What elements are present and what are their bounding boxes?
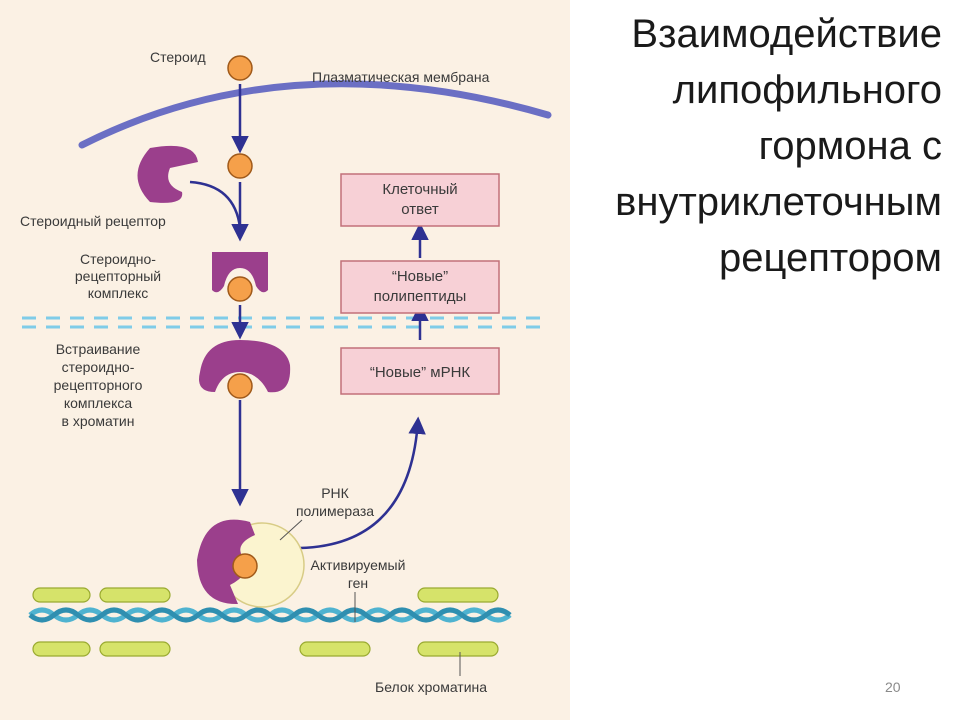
nuclear-membrane [22,316,548,329]
chromatin-protein-label: Белок хроматина [375,679,487,695]
steroid-label: Стероид [150,49,206,65]
new-mrna-box [340,347,500,395]
leader-lines [279,519,461,676]
steroid-receptor-label: Стероидный рецептор [20,213,166,229]
cell-response-box [340,173,500,227]
integration-label-line-3: рецепторного [54,377,143,393]
new-mrna-label: “Новые” мРНК [370,364,471,381]
page-number: 20 [885,679,901,695]
plasma-membrane [78,80,552,149]
slide-title: Взаимодействие липофильного гормона с вн… [562,6,942,286]
integration-label-line-5: в хроматин [62,413,135,429]
receptor-complex-shape [212,252,268,302]
steroid-molecule [227,153,253,179]
rna-polymerase-label-line-1: РНК [321,485,349,501]
cell-response-line-2: ответ [401,201,439,218]
title-line: гормона с [758,124,942,168]
integration-label-line-4: комплекса [64,395,133,411]
steroid-molecule [227,55,253,81]
new-polypeptides-line-1: “Новые” [392,268,448,285]
cell-response-line-1: Клеточный [382,181,457,198]
activated-gene-label-line-1: Активируемый [311,557,406,573]
complex-label-line-2: рецепторный [75,268,161,284]
title-line: рецептором [719,236,942,280]
integration-label-line-2: стероидно- [62,359,135,375]
complex-label-line-1: Стероидно- [80,251,156,267]
activated-gene-label-line-2: ген [348,575,368,591]
dna-helix [28,607,512,623]
integration-label-line-1: Встраивание [56,341,141,357]
integrating-complex-shape [199,340,291,399]
steroid-receptor-shape [137,145,198,203]
title-line: Взаимодействие [631,12,942,56]
rna-polymerase-label-line-2: полимераза [296,503,374,519]
chromatin-protein-bars [32,587,499,657]
title-line: внутриклеточным [615,180,942,224]
title-line: липофильного [672,68,942,112]
membrane-label: Плазматическая мембрана [312,69,490,85]
diagram-canvas: Клеточный ответ “Новые” полипептиды “Нов… [20,49,552,695]
new-polypeptides-line-2: полипептиды [374,288,467,305]
pathway-arrows [189,84,429,550]
diagram-figure: Клеточный ответ “Новые” полипептиды “Нов… [0,0,570,720]
new-polypeptides-box [340,260,500,314]
bound-complex-shape [197,519,258,605]
complex-label-line-3: комплекс [88,285,149,301]
